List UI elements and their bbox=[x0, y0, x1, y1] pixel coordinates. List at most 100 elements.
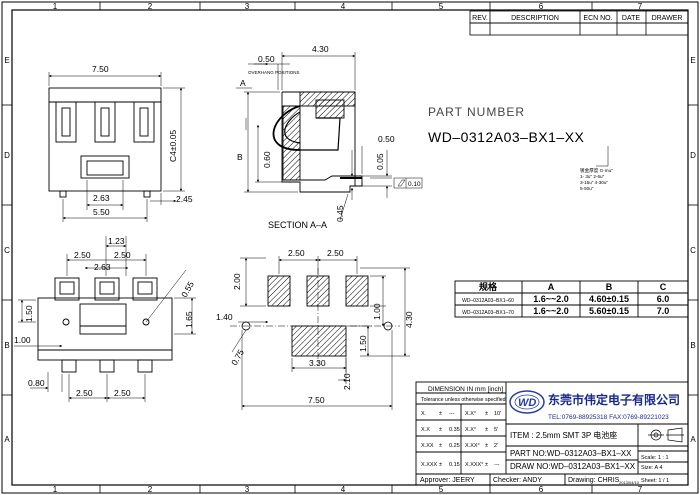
part-no: PART NO:WD–0312A03–BX1–XX bbox=[510, 449, 632, 458]
tol-r3-c4: X.XX° bbox=[465, 443, 480, 449]
zone-row-c-left: C bbox=[4, 246, 10, 255]
zone-col-5-top: 5 bbox=[439, 2, 444, 11]
section-title: SECTION A–A bbox=[268, 220, 327, 230]
zone-col-4-bottom: 4 bbox=[341, 485, 346, 494]
zone-row-a-right: A bbox=[690, 435, 696, 444]
spec-row2-name: WD–0312A03–BX1–70 bbox=[462, 310, 514, 316]
top-dim-inner: 2.63 bbox=[93, 193, 110, 203]
tol-r4-c1: X.XXX bbox=[421, 462, 438, 468]
section-dim-depth: 4.30 bbox=[312, 44, 329, 54]
front-dim-250-right: 2.50 bbox=[114, 250, 131, 260]
scale: Scale: 1 : 1 bbox=[641, 455, 669, 461]
zone-col-3-top: 3 bbox=[245, 2, 250, 11]
pcb-footprint: 2.00 2.50 2.50 1.40 1.00 4.30 0.75 1.50 … bbox=[216, 248, 414, 410]
tol-r3-c2: ± bbox=[439, 443, 442, 449]
tol-r1-c4: X.X° bbox=[465, 411, 476, 417]
footprint-pad-1 bbox=[267, 275, 291, 307]
approver: Approver: JEERY bbox=[420, 477, 475, 484]
section-view: 4.30 0.50 B 0.60 0.50 0.05 0.45 A SECTIO… bbox=[236, 44, 423, 230]
tol-r3-c1: X.XX bbox=[421, 443, 434, 449]
item-description: ITEM : 2.5mm SMT 3P 电池座 bbox=[510, 430, 617, 440]
spec-row1-c: 6.0 bbox=[657, 294, 670, 304]
spec-table: 规格 A B C WD–0312A03–BX1–60 1.6~~2.0 4.60… bbox=[454, 280, 689, 318]
tol-r2-c2: ± bbox=[439, 427, 442, 433]
top-dim-width: 7.50 bbox=[92, 64, 109, 74]
fp-dim-750: 7.50 bbox=[308, 395, 325, 405]
fp-dim-150: 1.50 bbox=[358, 335, 368, 352]
zone-col-2-top: 2 bbox=[148, 2, 153, 11]
fp-dim-430: 4.30 bbox=[404, 311, 414, 328]
spec-row1-a: 1.6~~2.0 bbox=[533, 294, 569, 304]
tol-r1-c2: ± bbox=[439, 411, 442, 417]
front-dim-123: 1.23 bbox=[108, 236, 125, 246]
sheet-size: Size: A 4 bbox=[641, 465, 662, 471]
fp-dim-075: 0.75 bbox=[229, 347, 246, 367]
zone-col-1-top: 1 bbox=[53, 2, 58, 11]
fp-dim-250-right: 2.50 bbox=[327, 248, 344, 258]
front-dim-100: 1.00 bbox=[14, 335, 31, 345]
projection-symbol bbox=[648, 427, 684, 443]
spec-row1-b: 4.60±0.15 bbox=[589, 294, 629, 304]
tol-r2-c1: X.X bbox=[421, 427, 430, 433]
tol-r1-c6: 10' bbox=[494, 411, 501, 417]
fp-dim-200: 2.00 bbox=[232, 273, 242, 290]
tol-r1-c5: ± bbox=[485, 411, 488, 417]
overhang-note: OVERHANG POSITIONS bbox=[248, 70, 300, 75]
sheet-number: Sheet: 1 / 1 bbox=[641, 478, 669, 484]
section-dim-overhang: 0.50 bbox=[258, 54, 275, 64]
tol-r2-c5: ± bbox=[485, 427, 488, 433]
top-dim-offset: 2.45 bbox=[176, 194, 193, 204]
rev-header-rev: REV. bbox=[472, 15, 488, 22]
zone-row-e-right: E bbox=[690, 56, 695, 65]
top-dim-height: C4±0.05 bbox=[168, 130, 178, 162]
zone-col-3-bottom: 3 bbox=[245, 485, 250, 494]
zone-col-6-top: 6 bbox=[539, 2, 544, 11]
spec-row2-b: 5.60±0.15 bbox=[589, 306, 629, 316]
front-view: 1.23 2.50 2.50 2.63 0.55 1.50 1.65 1.00 … bbox=[14, 236, 196, 402]
tol-r3-c5: ± bbox=[485, 443, 488, 449]
company-logo: WD bbox=[509, 390, 545, 414]
front-dim-080: 0.80 bbox=[28, 378, 45, 388]
tolerance-note: Tolerance unless otherwise specified bbox=[421, 397, 506, 403]
tol-r4-c5: ± bbox=[485, 462, 488, 468]
spec-header-c: C bbox=[660, 282, 667, 292]
plating-note-2: 3-15u" 4-30u" bbox=[580, 180, 608, 185]
tol-r2-c4: X.X° bbox=[465, 427, 476, 433]
drawing-date: 2013/04/10 bbox=[619, 480, 640, 485]
zone-labels: 1 2 3 4 5 6 7 1 2 3 4 5 6 7 E D C B A E … bbox=[4, 2, 696, 494]
draw-no: DRAW NO:WD–0312A03–BX1–XX bbox=[510, 462, 636, 471]
revision-table: REV. DESCRIPTION ECN NO. DATE DRAWER bbox=[469, 10, 689, 36]
fp-dim-210: 2.10 bbox=[342, 373, 352, 390]
front-dim-250-bottom-right: 2.50 bbox=[114, 388, 131, 398]
section-dim-060: 0.60 bbox=[262, 151, 272, 168]
drawer: Drawing: CHRIS bbox=[568, 477, 620, 484]
section-dim-045: 0.45 bbox=[335, 205, 345, 222]
spec-row2-c: 7.0 bbox=[657, 306, 670, 316]
plating-note-1: 1- 3u" 2-6u" bbox=[580, 174, 605, 179]
title-block: DIMENSION IN mm [inch] Tolerance unless … bbox=[415, 381, 689, 486]
zone-col-7-top: 7 bbox=[638, 2, 643, 11]
front-dim-055: 0.55 bbox=[179, 279, 196, 299]
zone-row-a-left: A bbox=[4, 435, 10, 444]
spec-header-name: 规格 bbox=[479, 281, 498, 292]
front-dim-150: 1.50 bbox=[24, 305, 34, 322]
tol-r2-c3: 0.35 bbox=[449, 427, 460, 433]
dimension-title: DIMENSION IN mm [inch] bbox=[428, 386, 503, 393]
front-dim-165: 1.65 bbox=[184, 311, 194, 328]
section-label-a: A bbox=[240, 78, 246, 88]
rev-header-date: DATE bbox=[622, 15, 640, 22]
section-dim-005: 0.05 bbox=[375, 153, 385, 170]
zone-col-4-top: 4 bbox=[341, 2, 346, 11]
fp-dim-140: 1.40 bbox=[216, 312, 233, 322]
top-view: 7.50 C4±0.05 2.63 5.50 2.45 bbox=[48, 64, 193, 222]
rev-header-description: DESCRIPTION bbox=[511, 15, 559, 22]
tol-r3-c3: 0.25 bbox=[449, 443, 460, 449]
front-dim-263: 2.63 bbox=[94, 262, 111, 272]
section-dim-b: B bbox=[237, 152, 243, 162]
tol-r1-c3: --- bbox=[449, 411, 455, 417]
zone-row-d-left: D bbox=[4, 151, 10, 160]
plating-note-3: 5-50u" bbox=[580, 186, 594, 191]
zone-col-2-bottom: 2 bbox=[148, 485, 153, 494]
tol-r4-c2: ± bbox=[439, 462, 442, 468]
